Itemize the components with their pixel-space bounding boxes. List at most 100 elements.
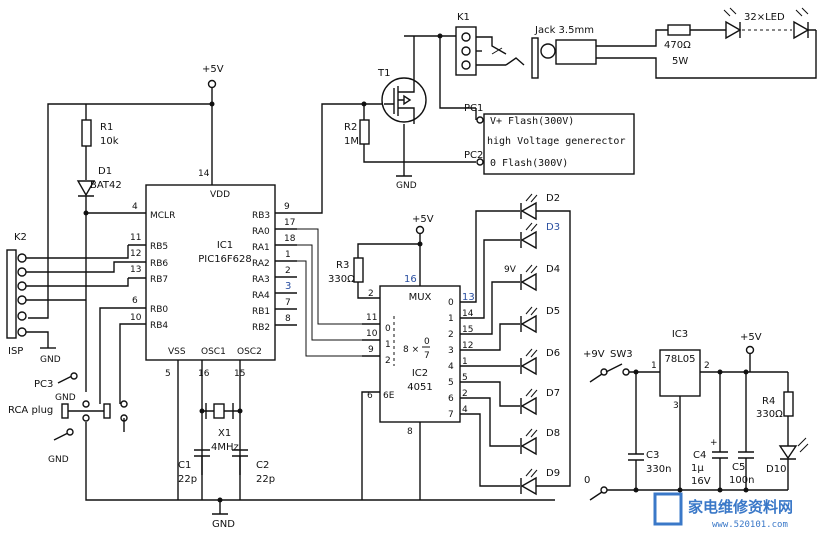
pin-number: 18 [284, 234, 296, 244]
pin-number: 14 [462, 309, 474, 319]
pin-number: 1 [462, 357, 468, 367]
mux-inner-bot: 7 [424, 351, 430, 361]
jack-plug [555, 39, 597, 65]
pin-number: 12 [462, 341, 473, 351]
mux-pin-gnd: 8 [407, 427, 413, 437]
mcu-part: PIC16F628 [198, 254, 252, 265]
r2-ref: R2 [344, 122, 357, 133]
r2-value: 1M [344, 136, 359, 147]
c4-value: 1μ [691, 463, 704, 474]
mcu-vss-pin: 5 [165, 369, 171, 379]
mux-label: MUX [409, 292, 432, 303]
led-supply-label: 9V [504, 265, 517, 275]
d1-part: BAT42 [90, 180, 122, 191]
x1-crystal [213, 403, 225, 419]
led-label: D3 [546, 222, 560, 233]
ic3-part: 78L05 [664, 354, 695, 365]
pin-number: 5 [462, 373, 468, 383]
c5-ref: C5 [732, 462, 745, 473]
hv-title: high Voltage generector [487, 136, 625, 147]
pin-number: 6 [132, 296, 138, 306]
v5-reg-label: +5V [740, 332, 762, 343]
k1-ref: K1 [457, 12, 470, 23]
gnd-pc3: GND [55, 393, 76, 403]
x1-freq: 4MHz [211, 442, 239, 453]
gnd-t1: GND [396, 181, 417, 191]
led-label: D8 [546, 428, 560, 439]
led-label: D7 [546, 388, 560, 399]
mux-pin-inh: 6 [367, 391, 373, 401]
hv-generator-box [483, 113, 635, 175]
pin-number: 15 [462, 325, 473, 335]
isp-ref: K2 [14, 232, 27, 243]
mux-inner: 8 × [403, 345, 419, 355]
r4-value: 330Ω [756, 409, 783, 420]
pc1-label: PC1 [464, 103, 483, 114]
ic3-pin-out: 2 [704, 361, 710, 371]
v5-mux-label: +5V [412, 214, 434, 225]
pin-number: 4 [132, 202, 138, 212]
c2-value: 22p [256, 474, 275, 485]
pin-name: RB6 [150, 259, 168, 269]
jack-label: Jack 3.5mm [534, 25, 594, 36]
pin-number: 17 [284, 218, 295, 228]
c4-ref: C4 [693, 450, 706, 461]
pin-name: 3 [448, 346, 454, 356]
ic3-ref: IC3 [672, 329, 688, 340]
led-label: D9 [546, 468, 560, 479]
r5-resistor [667, 24, 691, 36]
ic3-pin-gnd: 3 [673, 401, 679, 411]
rca-label: RCA plug [8, 405, 53, 416]
pin-name: RA3 [252, 275, 270, 285]
mux-select-pins: 11 0 10 1 9 2 [366, 313, 391, 366]
led-d5: D5 [520, 306, 560, 334]
pin-name: 4 [448, 362, 454, 372]
v5-top-label: +5V [202, 64, 224, 75]
r3-value: 330Ω [328, 274, 355, 285]
pin-number: 13 [462, 292, 475, 303]
pin-name: RA2 [252, 259, 270, 269]
isp-pins [17, 253, 27, 337]
pin-number: 1 [285, 250, 291, 260]
pin-name: RB3 [252, 211, 270, 221]
led-d8: D8 [520, 428, 560, 456]
led-d3: D3 [520, 222, 560, 250]
pin-number: 13 [130, 265, 141, 275]
pin-number: 4 [462, 405, 468, 415]
mcu-osc2-label: OSC2 [237, 347, 262, 357]
sw3-ref: SW3 [610, 349, 633, 360]
pin-name: RB5 [150, 242, 168, 252]
t1-ref: T1 [377, 68, 390, 79]
r1-value: 10k [100, 136, 119, 147]
pin-number: 7 [285, 298, 291, 308]
pin-name: 0 [385, 324, 391, 334]
r3-resistor [353, 257, 364, 283]
v5-top-terminal [207, 79, 217, 89]
pin-name: 6 [448, 394, 454, 404]
mcu-body [145, 184, 276, 361]
c3-value: 330n [646, 464, 671, 475]
ic3-regulator [659, 349, 701, 397]
pc2-label: PC2 [464, 150, 483, 161]
pin-number: 2 [285, 266, 291, 276]
led-d6: D6 [520, 348, 560, 376]
gnd-bottom: GND [212, 519, 235, 530]
watermark-url: www.520101.com [712, 520, 788, 530]
pin-name: RB1 [252, 307, 270, 317]
mcu-vdd-label: VDD [210, 190, 230, 200]
mcu-right-pins: RB3 9 RA0 17 RA1 18 RA2 1 RA3 2 RA4 3 RB… [252, 202, 296, 333]
c5-value: 100n [729, 475, 754, 486]
pin-name: 1 [385, 340, 391, 350]
watermark: 家电维修资料网 www.520101.com [653, 492, 793, 530]
d1-ref: D1 [98, 166, 112, 177]
pin-number: 3 [285, 281, 291, 292]
isp-label: ISP [8, 346, 23, 357]
c3-ref: C3 [646, 450, 659, 461]
pin-name: RA1 [252, 243, 270, 253]
pin-number: 9 [284, 202, 290, 212]
v9-label: +9V [583, 349, 605, 360]
led-d2: D2 [520, 193, 560, 221]
led-label: D5 [546, 306, 560, 317]
